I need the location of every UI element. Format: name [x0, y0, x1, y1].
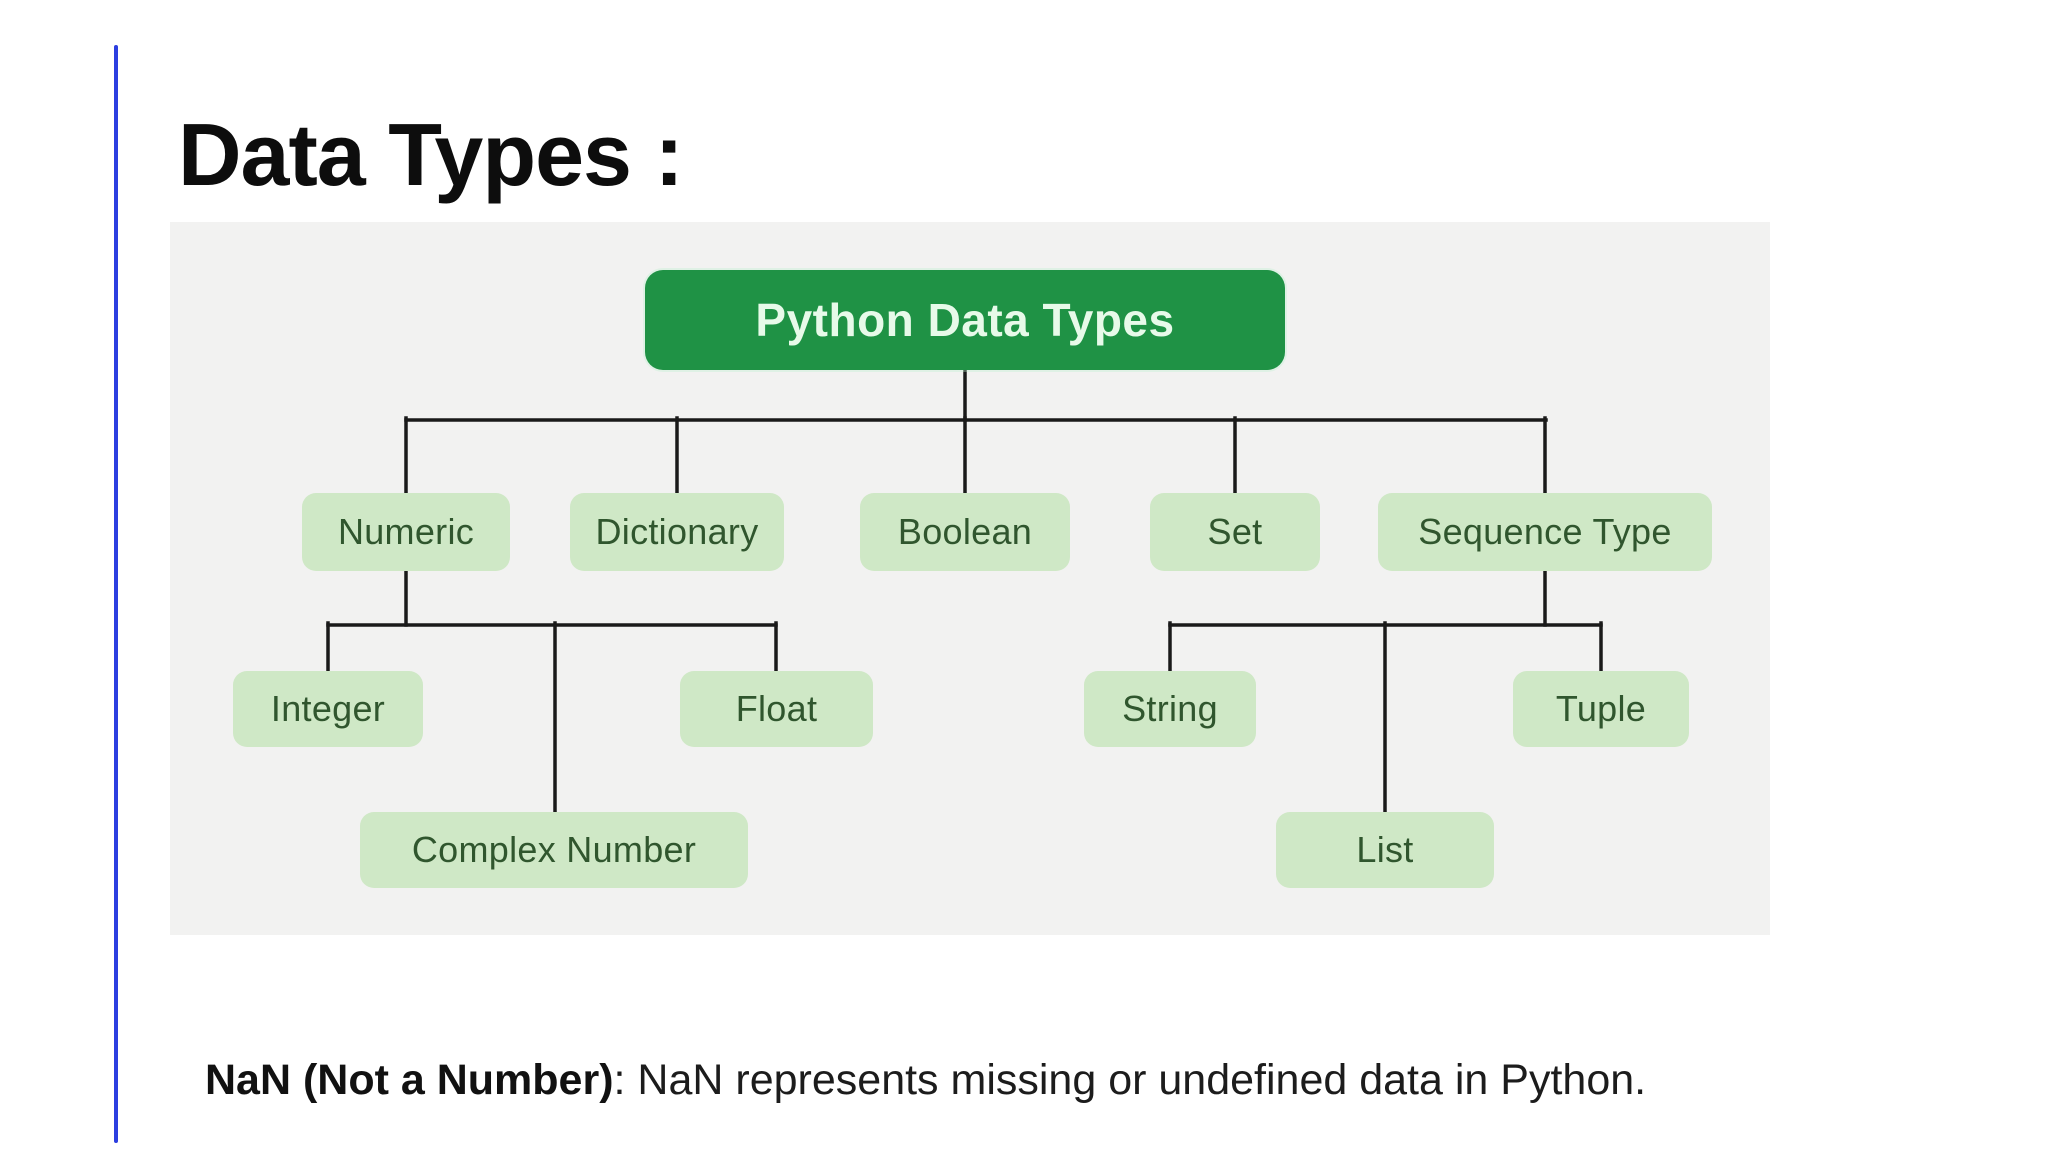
node-tuple: Tuple: [1513, 671, 1689, 747]
node-list: List: [1276, 812, 1494, 888]
node-complex-number: Complex Number: [360, 812, 748, 888]
node-python-data-types: Python Data Types: [645, 270, 1285, 370]
footer-note-bold: NaN (Not a Number): [205, 1056, 614, 1104]
node-dictionary: Dictionary: [570, 493, 784, 571]
footer-note: NaN (Not a Number): NaN represents missi…: [205, 1056, 1646, 1105]
node-set: Set: [1150, 493, 1320, 571]
footer-note-rest: : NaN represents missing or undefined da…: [613, 1056, 1647, 1104]
node-string: String: [1084, 671, 1256, 747]
page-title: Data Types :: [178, 105, 684, 204]
node-numeric: Numeric: [302, 493, 510, 571]
left-accent-bar: [114, 45, 118, 1143]
node-float: Float: [680, 671, 873, 747]
node-integer: Integer: [233, 671, 423, 747]
node-sequence-type: Sequence Type: [1378, 493, 1712, 571]
node-boolean: Boolean: [860, 493, 1070, 571]
